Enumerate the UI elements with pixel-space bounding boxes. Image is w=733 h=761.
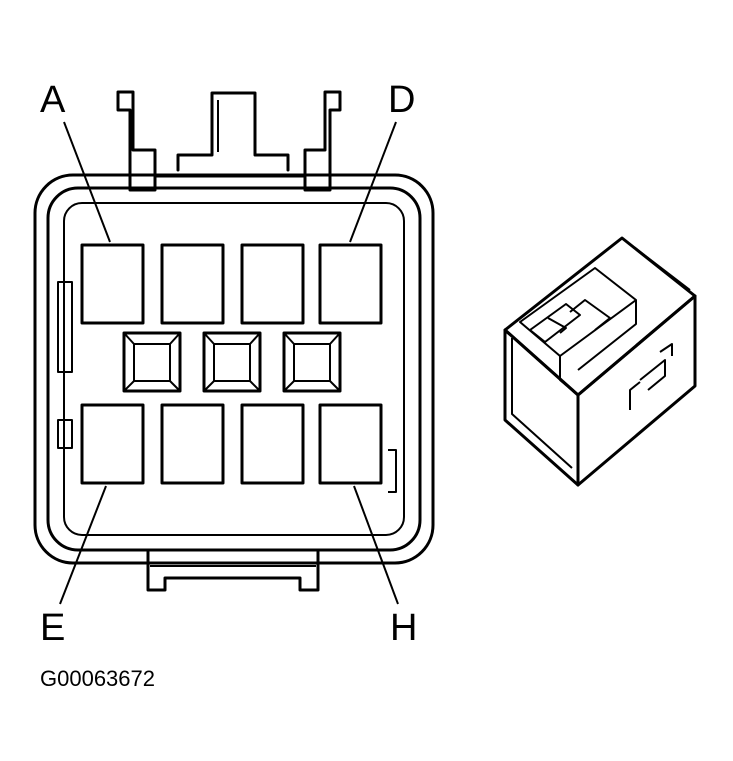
terminal-cavity-h (318, 403, 383, 485)
lock-window-1 (122, 331, 182, 393)
leader-line-e (59, 485, 107, 605)
lock-windows-middle (122, 331, 342, 393)
terminal-cavity-b (160, 243, 225, 325)
terminal-cavity-e (80, 403, 145, 485)
pin-label-h: H (390, 607, 417, 649)
terminal-cavity-c (240, 243, 305, 325)
terminal-row-bottom (80, 403, 383, 485)
leader-line-a (63, 121, 111, 243)
polarization-key (388, 449, 397, 493)
leader-line-d (349, 121, 397, 243)
terminal-cavity-d (318, 243, 383, 325)
connector-housing-outer (33, 173, 435, 565)
pin-label-e: E (40, 607, 65, 649)
lock-window-2 (202, 331, 262, 393)
connector-cavity (63, 202, 405, 536)
connector-isometric-view (503, 236, 697, 487)
connector-face-view: A D E H (33, 79, 435, 649)
leader-lines (59, 121, 399, 605)
terminal-cavity-a (80, 243, 145, 325)
connector-housing-inner (46, 186, 422, 552)
lock-window-3 (282, 331, 342, 393)
pin-label-a: A (40, 79, 66, 121)
figure-id: G00063672 (40, 666, 155, 691)
terminal-row-top (80, 243, 383, 325)
pin-label-d: D (388, 79, 415, 121)
bottom-latch (146, 550, 320, 592)
terminal-cavity-g (240, 403, 305, 485)
terminal-cavity-f (160, 403, 225, 485)
leader-line-h (353, 485, 399, 605)
left-side-rib (57, 281, 73, 449)
